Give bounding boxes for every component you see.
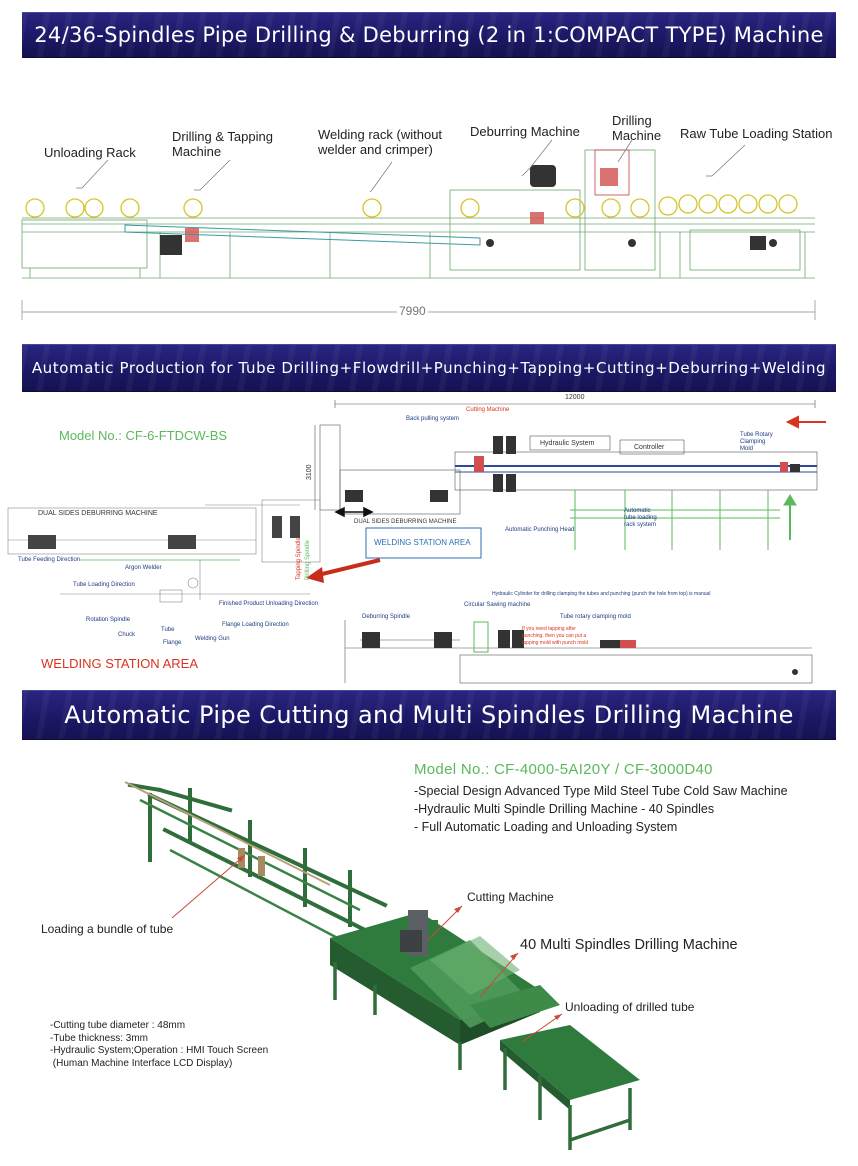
label-unloading-drilled: Unloading of drilled tube <box>565 1000 695 1014</box>
label-tube-loading-dir: Tube Loading Direction <box>73 582 135 588</box>
label-argon-welder: Argon Welder <box>125 565 162 571</box>
label-drilling-tapping: Drilling & Tapping Machine <box>172 129 273 159</box>
param-item: -Cutting tube diameter : 48mm <box>50 1020 186 1031</box>
param-item: (Human Machine Interface LCD Display) <box>50 1057 233 1069</box>
model-number-3: Model No.: CF-4000-5AI20Y / CF-3000D40 <box>414 761 713 778</box>
label-flange: Flange <box>163 640 182 646</box>
label-back-pulling: Back pulling system <box>406 416 460 422</box>
label-drilling-machine: Drilling Machine <box>612 113 662 143</box>
label-circular-sawing: Circular Sawing machine <box>464 602 531 608</box>
spec-item: -Hydraulic Multi Spindle Drilling Machin… <box>414 802 715 816</box>
banner-title-2: Automatic Production for Tube Drilling+F… <box>22 344 836 392</box>
label-tube-feeding: Tube Feeding Direction <box>18 557 81 563</box>
label-rotation-spindle: Rotation Spindle <box>86 617 131 623</box>
label-controller: Controller <box>634 444 665 451</box>
model-number-2: Model No.: CF-6-FTDCW-BS <box>59 428 228 443</box>
spec-list: -Special Design Advanced Type Mild Steel… <box>414 782 788 836</box>
label-flange-loading: Flange Loading Direction <box>222 622 289 628</box>
dim-12000: 12000 <box>565 394 585 401</box>
label-deburring-machine: Deburring Machine <box>470 124 580 139</box>
label-tube-rotary: Tube Rotary Clamping Mold <box>740 432 773 452</box>
label-multi-spindle: 40 Multi Spindles Drilling Machine <box>520 937 738 953</box>
label-deburring-spindle: Deburring Spindle <box>362 614 411 620</box>
banner-title-3: Automatic Pipe Cutting and Multi Spindle… <box>22 690 836 740</box>
label-auto-loading-rack: Automatic tube loading rack system <box>624 508 657 528</box>
banner-title-1: 24/36-Spindles Pipe Drilling & Deburring… <box>22 12 836 58</box>
label-loading-bundle: Loading a bundle of tube <box>41 922 174 936</box>
spec-item: - Full Automatic Loading and Unloading S… <box>414 820 678 834</box>
label-dual-sides-left: DUAL SIDES DEBURRING MACHINE <box>38 510 158 517</box>
param-item: -Tube thickness: 3mm <box>50 1032 148 1044</box>
label-unloading-rack: Unloading Rack <box>44 145 136 160</box>
label-finished-unloading: Finished Product Unloading Direction <box>219 601 319 607</box>
label-hydraulic-cylinder: Hydraulic Cylinder for drilling clamping… <box>492 591 711 597</box>
param-item: -Hydraulic System;Operation : HMI Touch … <box>50 1045 269 1056</box>
label-raw-tube-loading: Raw Tube Loading Station <box>680 126 833 141</box>
dimension-7990: 7990 <box>397 304 428 319</box>
label-tapping-note: If you need tapping after punching, then… <box>522 626 589 646</box>
machine-params: -Cutting tube diameter : 48mm -Tube thic… <box>50 1020 268 1070</box>
label-dual-sides-right: DUAL SIDES DEBURRING MACHINE <box>354 519 457 525</box>
label-tube-rotary-mold: Tube rotary clamping mold <box>560 614 631 620</box>
label-cutting-machine-3: Cutting Machine <box>467 890 554 904</box>
label-tube: Tube <box>161 627 175 633</box>
label-auto-punching: Automatic Punching Head <box>505 527 575 533</box>
label-welding-rack: Welding rack (without welder and crimper… <box>318 127 443 157</box>
welding-station-title: WELDING STATION AREA <box>41 656 198 671</box>
label-chuck: Chuck <box>118 632 136 638</box>
label-hydraulic-system: Hydraulic System <box>540 440 595 447</box>
welding-station-box-label: WELDING STATION AREA <box>374 538 471 547</box>
label-cutting-machine-2: Cutting Machine <box>466 407 510 413</box>
spec-item: -Special Design Advanced Type Mild Steel… <box>414 784 788 798</box>
label-welding-gun: Welding Gun <box>195 636 230 642</box>
